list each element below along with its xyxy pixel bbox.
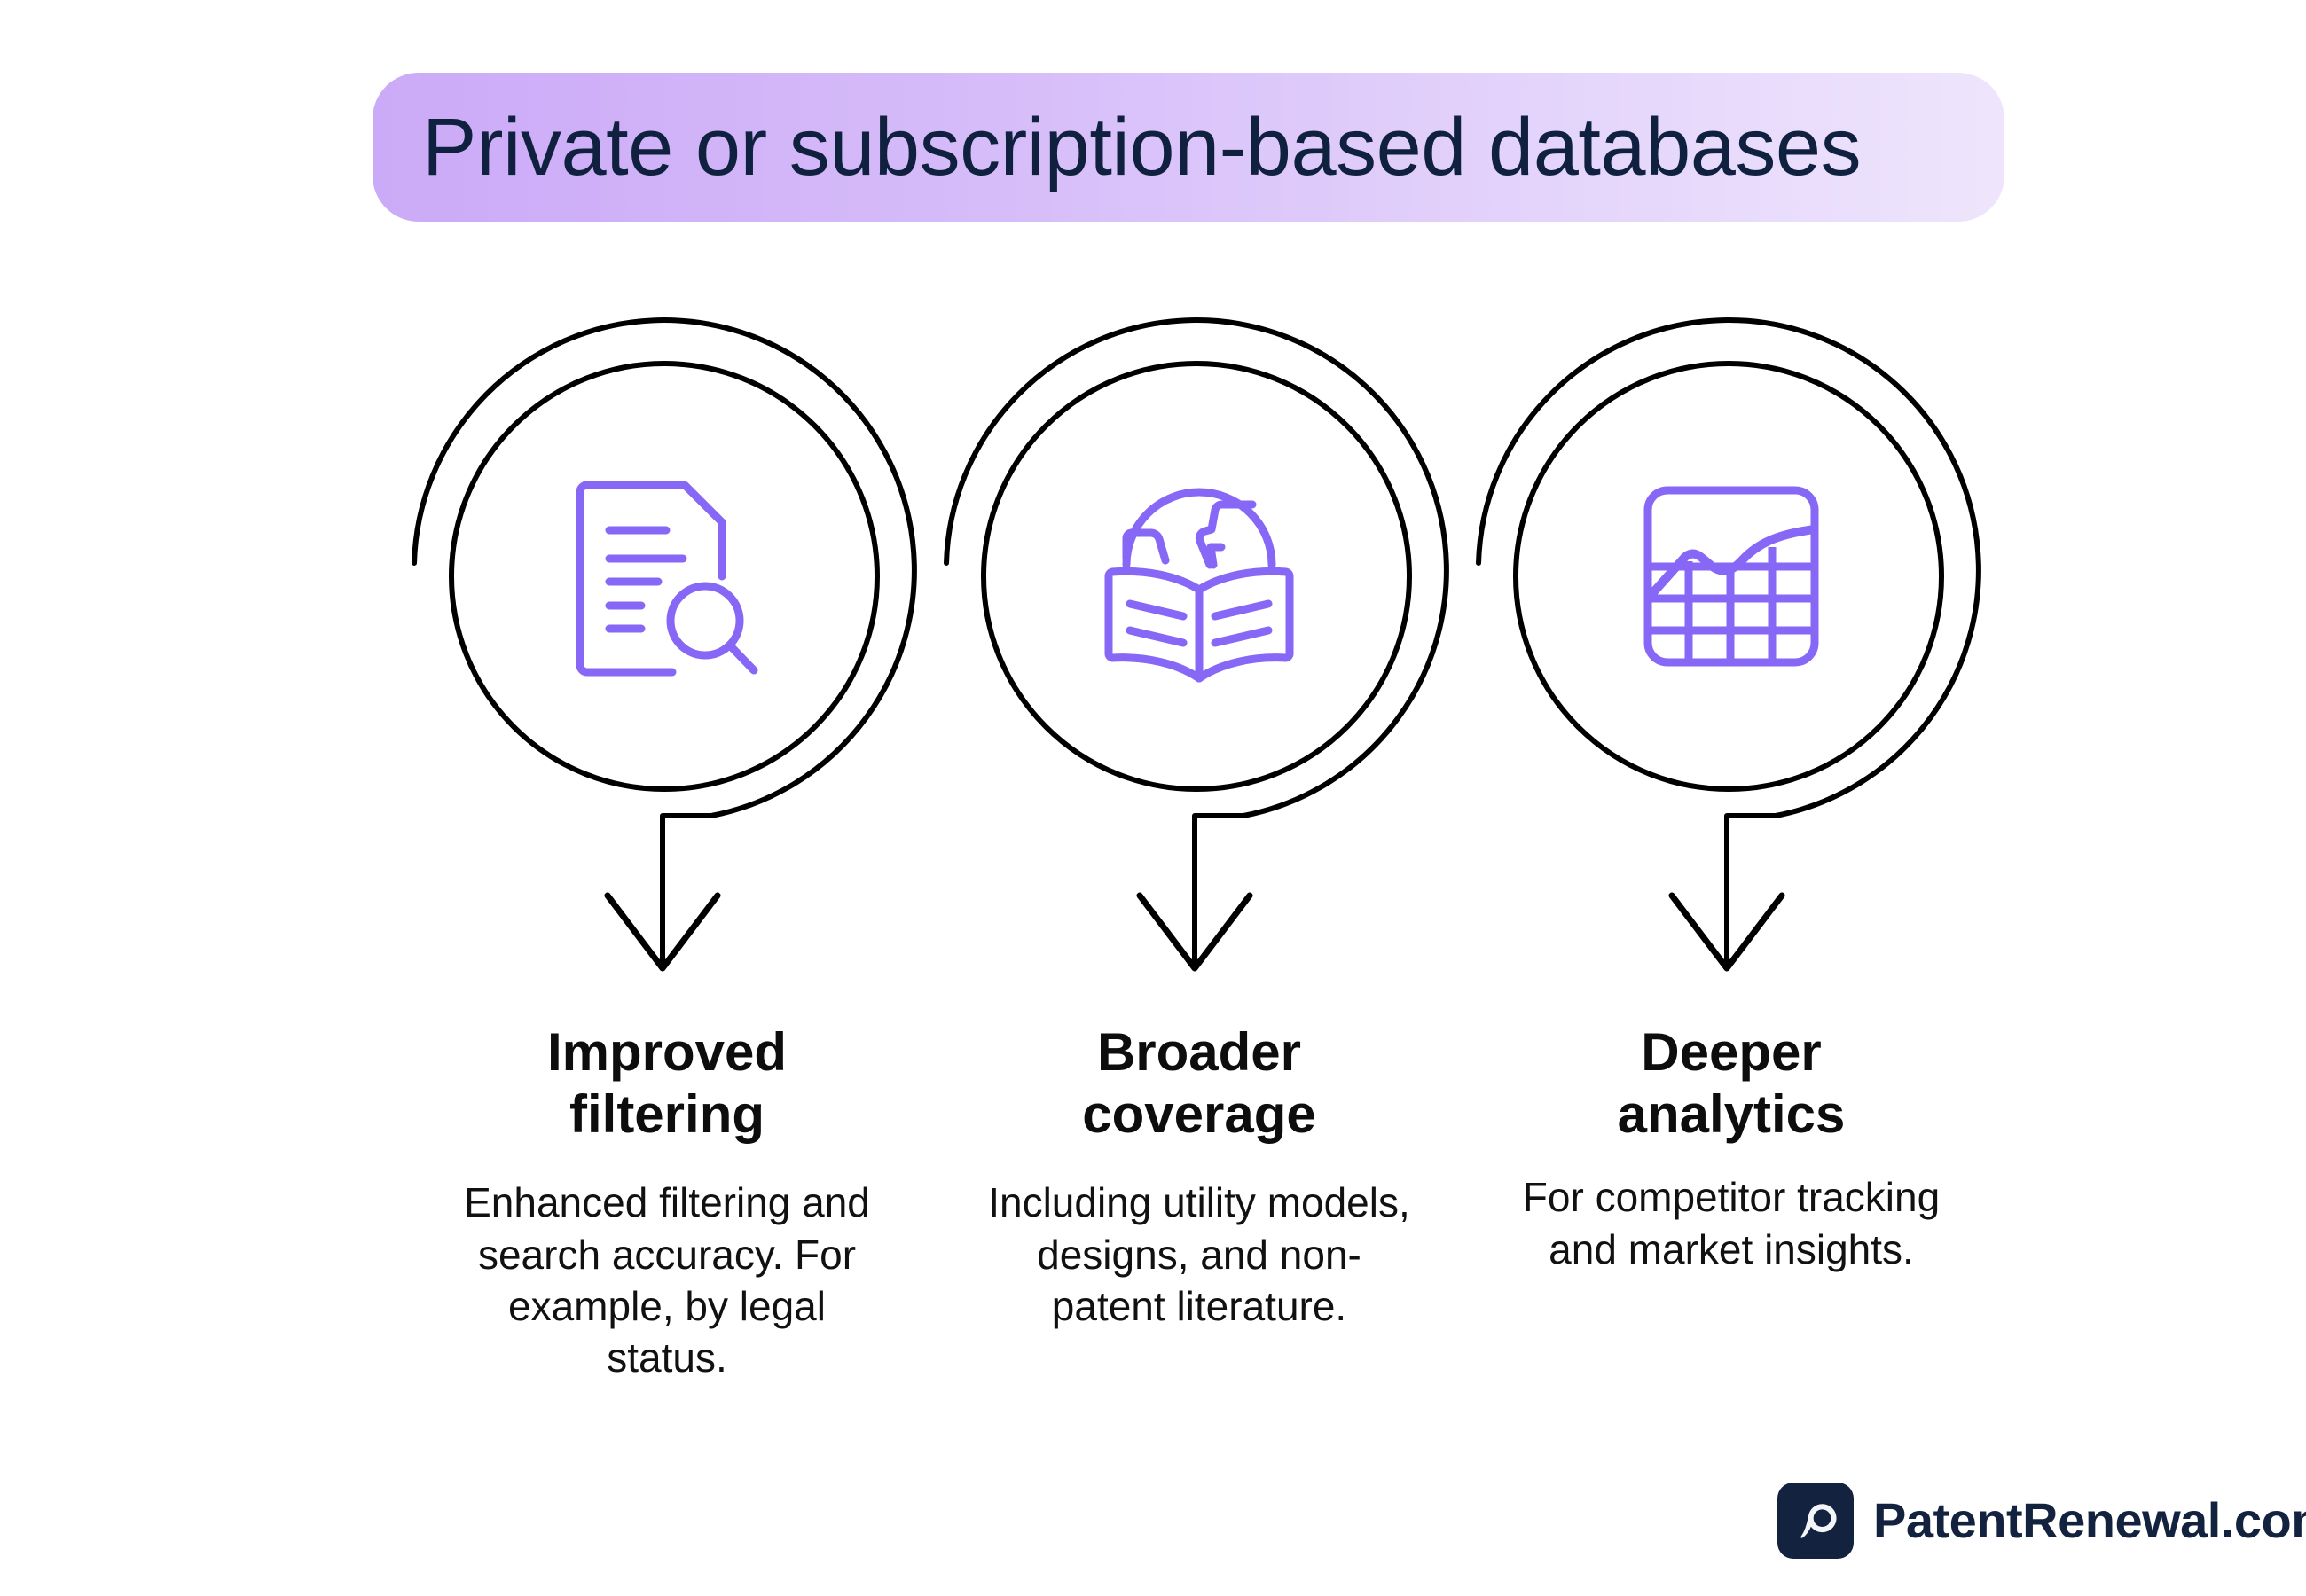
feature-column-improved-filtering: Improved filtering Enhanced filtering an… [401,293,933,1384]
patentrenewal-p-icon [1777,1483,1854,1559]
inner-circle [981,361,1412,792]
page-title-banner: Private or subscription-based databases [373,73,2004,222]
column-heading: Improved filtering [546,1022,788,1144]
column-body: Including utility models, designs, and n… [988,1179,1410,1329]
inner-circle [449,361,880,792]
brand-wordmark: PatentRenewal.com [1873,1492,2306,1548]
outer-arc-and-stem [412,317,917,969]
circle-arc-arrow-connector [412,317,917,972]
arrow-head [604,892,721,972]
column-body: Enhanced filtering and search accuracy. … [464,1179,870,1381]
circle-arc-arrow-connector [1476,317,1981,972]
page-title: Private or subscription-based databases [422,102,1862,192]
column-heading: Deeper analytics [1617,1022,1846,1144]
node-graphic [933,293,1465,1002]
column-heading: Broader coverage [1082,1022,1316,1144]
document-search-icon [552,466,782,687]
analytics-chart-icon [1616,466,1847,687]
arrow-head [1136,892,1253,972]
circle-arc-arrow-connector [944,317,1449,972]
outer-arc-and-stem [944,317,1449,969]
feature-column-broader-coverage: Broader coverage Including utility model… [933,293,1465,1332]
footer-brand[interactable]: PatentRenewal.com [1777,1483,2306,1559]
inner-circle [1513,361,1944,792]
arrow-head [1668,892,1785,972]
feature-column-deeper-analytics: Deeper analytics For competitor tracking… [1465,293,1997,1275]
node-graphic [401,293,933,1002]
node-graphic [1465,293,1997,1002]
outer-arc-and-stem [1476,317,1981,969]
globe-book-icon [1084,466,1314,687]
column-body: For competitor tracking and market insig… [1522,1174,1941,1272]
